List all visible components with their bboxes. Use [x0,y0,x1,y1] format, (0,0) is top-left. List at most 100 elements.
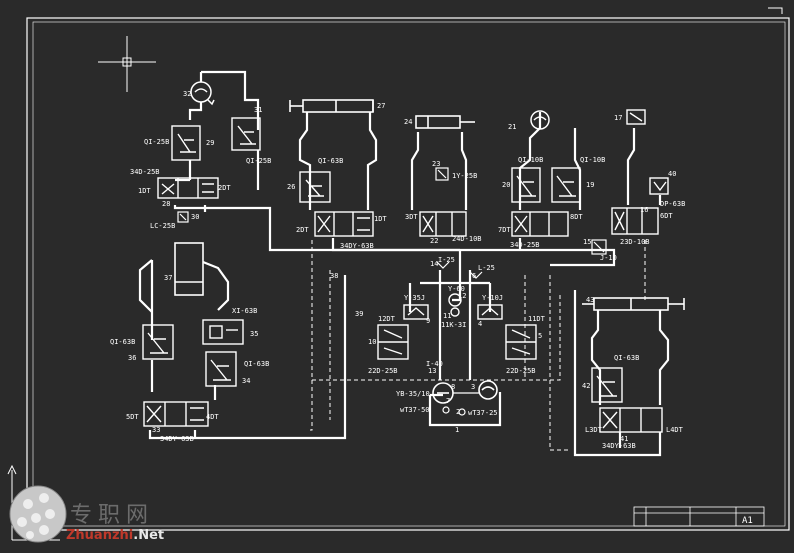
valve-23 [435,167,449,181]
pressure-gauge-12 [448,293,462,317]
label: 4 [478,320,482,328]
label: 34DY-63B [340,242,374,250]
check-valve-14 [436,261,450,269]
label: 22D-25B [368,367,398,375]
label: 40 [668,170,676,178]
directional-valve-22 [419,211,467,237]
solenoid-valve-10 [377,324,409,360]
label: 5 [538,332,542,340]
component-labels: 32 QI-25B 29 31 QI-25B 34D-25B 1DT 2DT 2… [110,90,685,450]
label: 32 [183,90,191,98]
title-block [633,506,765,527]
filter-36 [142,324,174,360]
label: 24D-10B [452,235,482,243]
label: 7DT [498,226,511,234]
label: 34 [242,377,250,385]
label: 2 [456,408,460,416]
label: 27 [377,102,385,110]
label: 33 [152,426,160,434]
label: 42 [582,382,590,390]
label: Y-60 [448,285,465,293]
label: 34D-25B [510,241,540,249]
directional-valve-16 [611,207,659,235]
valve-17 [626,109,646,125]
label: 34DY-63B [602,442,636,450]
label: QI-63B [244,360,269,368]
label: QI-25B [144,138,169,146]
label: 1 [455,426,459,434]
label: 1DT [374,215,387,223]
label: QI-10B [580,156,605,164]
pump-3 [478,380,498,400]
label: 30 [191,213,199,221]
label: 3 [471,383,475,391]
label: 8DT [570,213,583,221]
directional-valve-41 [599,407,663,433]
label: 3DT [405,213,418,221]
label: 4DT [206,413,219,421]
label: 12DT [378,315,396,323]
label: 1Y-25B [452,172,477,180]
label: 13 [428,367,436,375]
directional-valve-33 [143,401,209,427]
filter-31 [231,117,261,151]
label: 16 [640,206,648,214]
relief-valve-9 [403,304,429,320]
label: 8 [451,383,455,391]
label: L-25 [478,264,495,272]
label: 31 [254,106,262,114]
label: wT37-25 [468,409,498,417]
corner-mark [768,7,783,14]
label: YB-35/10 [396,390,430,398]
label: 39 [355,310,363,318]
label: 35 [250,330,258,338]
label: 11K-3I [441,321,466,329]
label: 21 [508,123,516,131]
label: 36 [128,354,136,362]
label: 1DT [138,187,151,195]
watermark-en-b: .Net [133,528,165,543]
label: 2DT [218,184,231,192]
pump-32 [190,81,215,106]
directional-valve-18 [511,211,569,237]
label: QI-63B [318,157,343,165]
label: 6DT [660,212,673,220]
label: L3DT [585,426,603,434]
label: QI-25B [246,157,271,165]
label: 14 [430,260,438,268]
label: 23D-10B [620,238,650,246]
pump-21 [530,110,550,130]
filter-20 [511,167,541,203]
label: 11 [443,312,451,320]
label: 11DT [528,315,546,323]
label: 10 [368,338,376,346]
cylinder-43 [582,297,685,311]
label: 41 [620,435,628,443]
label: I-25 [438,256,455,264]
label: 6 [472,272,476,280]
valve-30 [177,211,189,223]
label: 23 [432,160,440,168]
label: 12 [458,292,466,300]
directional-valve-28 [157,177,219,199]
crosshair-cursor [98,36,156,92]
label: 9 [426,317,430,325]
label: Y-35J [404,294,425,302]
relief-valve-4 [477,304,503,320]
motor-link [442,392,479,416]
filter-19 [551,167,581,203]
label: Y-10J [482,294,503,302]
label: 38 [330,272,338,280]
label: 17 [614,114,622,122]
solenoid-valve-5 [505,324,537,360]
label: 22 [430,237,438,245]
label: 22D-25B [506,367,536,375]
inner-frame [32,21,786,527]
label: QI-63B [110,338,135,346]
label: 34DY-63B [160,435,194,443]
label: 28 [162,200,170,208]
valve-15 [591,239,607,255]
label: 2DT [296,226,309,234]
